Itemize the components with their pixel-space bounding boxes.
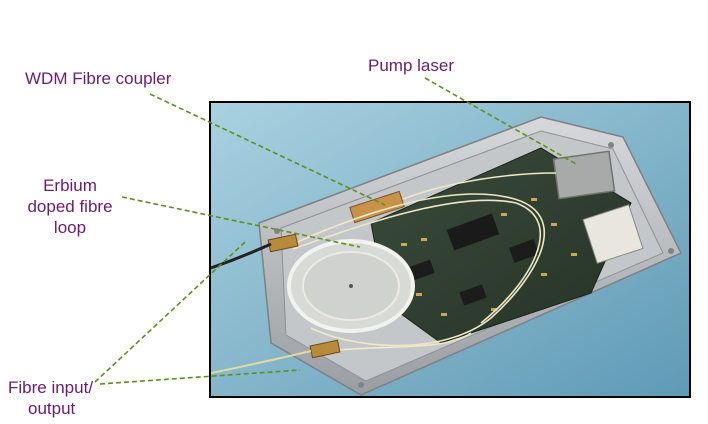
fibre-io-label-line-1: Fibre input/ — [8, 378, 94, 397]
smd-components — [401, 198, 577, 316]
erbium-label-line-1: Erbium — [43, 176, 97, 195]
fibre-io-label: Fibre input/ output — [8, 377, 93, 419]
amplifier-module-illustration — [211, 103, 689, 396]
pump-laser-module — [552, 150, 616, 200]
ic-chip — [409, 259, 435, 281]
fibre-strands — [290, 172, 557, 354]
fibre-io-label-line-2: output — [28, 399, 76, 418]
ic-chip — [459, 284, 487, 306]
pump-laser-label: Pump laser — [368, 56, 454, 75]
fibre-coil-hub — [349, 284, 353, 288]
erbium-label-line-2: doped fibre — [27, 197, 113, 216]
erbium-label-line-3: loop — [53, 218, 87, 237]
fibre-connector-bottom — [309, 339, 341, 359]
daughter-board — [582, 204, 644, 264]
ic-chip — [446, 213, 500, 251]
erbium-loop-label: Erbium doped fibre loop — [10, 175, 130, 238]
ic-chip — [509, 239, 539, 263]
amplifier-photo — [209, 101, 691, 398]
wdm-coupler-label: WDM Fibre coupler — [25, 69, 172, 88]
